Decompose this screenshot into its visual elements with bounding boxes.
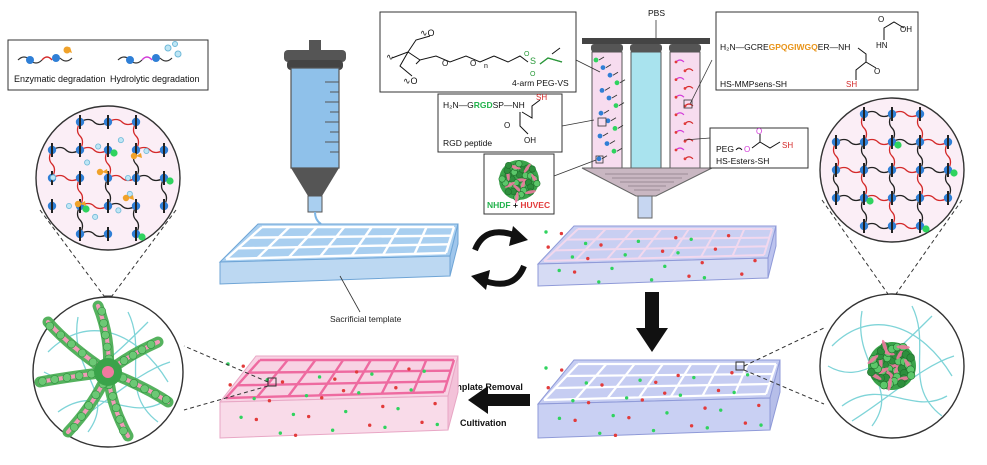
rgd-structure-box: H₂N—GRGDSP—NH SH O OH RGD peptide: [437, 93, 563, 153]
hydrogel-with-template-slab: [536, 327, 825, 439]
svg-text:O: O: [756, 127, 762, 136]
down-arrow: [636, 292, 668, 352]
svg-text:O: O: [524, 51, 530, 58]
mmp-structure-box: H₂N—GCREGPQGIWGQER—NH HN OH O O SH HS-MM…: [715, 11, 919, 91]
svg-text:O: O: [878, 15, 884, 24]
svg-text:OH: OH: [524, 136, 536, 145]
pbs-label: PBS: [648, 8, 665, 18]
svg-text:∿O: ∿O: [420, 28, 435, 38]
syringe: [284, 40, 346, 225]
exchange-arrows: [471, 226, 528, 290]
ester-label: HS-Esters-SH: [716, 156, 769, 166]
svg-text:O: O: [874, 67, 880, 76]
right-spheroid-circle: [819, 293, 965, 439]
cell-spheroid-box: NHDF + HUVEC: [483, 153, 555, 215]
svg-text:O: O: [744, 145, 750, 154]
peg-vs-structure-box: ∿ ∿O ∿O O O n S O O 4-arm PEG-VS: [379, 11, 577, 93]
callout-lines: [553, 59, 713, 177]
sacrificial-template: Sacrificial template: [218, 223, 459, 324]
rgd-label: RGD peptide: [443, 138, 492, 148]
degradation-legend-box: Enzymatic degradation Hydrolytic degrada…: [7, 39, 209, 91]
sacrificial-label: Sacrificial template: [330, 314, 402, 324]
printed-hydrogel-slab: [536, 225, 777, 287]
svg-text:OH: OH: [900, 25, 912, 34]
peg-vs-label: 4-arm PEG-VS: [512, 78, 569, 88]
svg-text:O: O: [504, 121, 510, 130]
svg-text:HN: HN: [876, 41, 888, 50]
mmp-label: HS-MMPsens-SH: [720, 79, 787, 89]
left-network-circle: [35, 105, 181, 251]
svg-text:∿: ∿: [386, 52, 394, 62]
mmp-sh: SH: [846, 80, 857, 89]
template-removal-arrow: Template Removal Cultivation: [444, 382, 530, 428]
rgd-sh: SH: [536, 93, 547, 102]
svg-text:n: n: [484, 63, 488, 70]
svg-text:O: O: [470, 59, 476, 68]
vascularized-construct-slab: [183, 345, 459, 439]
right-network-circle: [819, 97, 965, 243]
template-removal-label: Template Removal: [444, 382, 523, 392]
svg-text:O: O: [442, 59, 448, 68]
svg-text:S: S: [530, 56, 536, 66]
svg-text:H₂N—GRGDSP—NH: H₂N—GRGDSP—NH: [443, 100, 525, 110]
pbs-printing-device: PBS: [581, 8, 713, 219]
svg-text:H₂N—GCREGPQGIWGQER—NH: H₂N—GCREGPQGIWGQER—NH: [720, 42, 850, 52]
enzymatic-label: Enzymatic degradation: [14, 74, 106, 84]
svg-text:O: O: [530, 71, 536, 78]
ester-sh: SH: [782, 141, 793, 150]
ester-structure-box: PEG O O SH HS-Esters-SH: [709, 127, 809, 169]
svg-text:NHDF + HUVEC: NHDF + HUVEC: [487, 200, 550, 210]
svg-text:PEG: PEG: [716, 144, 734, 154]
hydrolytic-label: Hydrolytic degradation: [110, 74, 200, 84]
cultivation-label: Cultivation: [460, 418, 507, 428]
left-sprouting-circle: [32, 296, 184, 448]
svg-text:∿O: ∿O: [403, 76, 418, 86]
